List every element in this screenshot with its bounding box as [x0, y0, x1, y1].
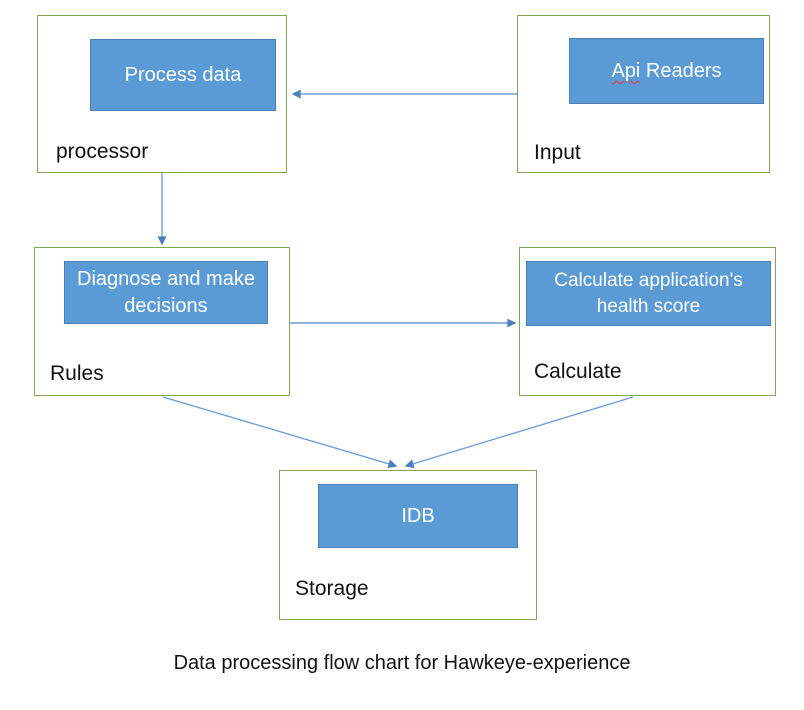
process-data-box-text: Process data [124, 63, 242, 86]
health-score-box: Calculate application's health score [526, 261, 771, 326]
health-score-box-text: Calculate application's health score [554, 270, 743, 317]
node-label-calculate: Calculate [534, 360, 622, 383]
diagram-caption: Data processing flow chart for Hawkeye-e… [173, 652, 631, 674]
node-label-processor: processor [56, 140, 149, 163]
diagnose-box: Diagnose and make decisions [64, 261, 268, 324]
node-label-rules: Rules [50, 362, 104, 385]
node-calculate-container: Calculate application's health score Cal… [519, 247, 776, 396]
process-data-box: Process data [90, 39, 276, 111]
node-rules-container: Diagnose and make decisions Rules [34, 247, 290, 396]
idb-box-text: IDB [401, 504, 435, 527]
node-storage-container: IDB Storage [279, 470, 537, 620]
readers-word: Readers [645, 59, 722, 82]
arrow-rules-to-storage [162, 396, 398, 469]
node-processor-container: Process data processor [37, 15, 287, 173]
node-input-container: Api Readers Input [517, 15, 770, 173]
node-label-storage: Storage [295, 577, 369, 600]
diagnose-box-text: Diagnose and make decisions [77, 268, 255, 317]
api-word-misspelled: Api [611, 59, 641, 82]
api-readers-box-text: Api Readers [611, 58, 721, 84]
node-label-input: Input [534, 141, 581, 164]
idb-box: IDB [318, 484, 518, 548]
arrow-calculate-to-storage [404, 396, 634, 469]
api-readers-box: Api Readers [569, 38, 764, 104]
